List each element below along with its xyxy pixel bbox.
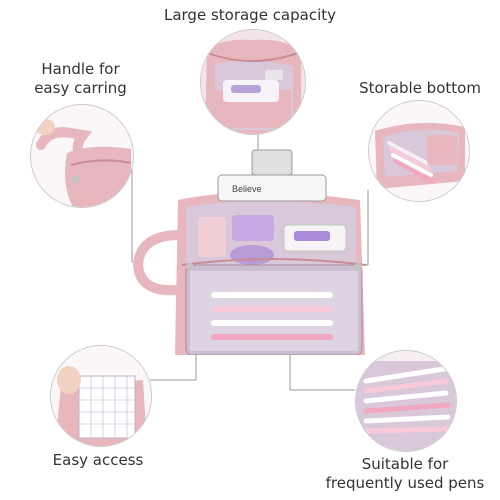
label-pens: Suitable for frequently used pens	[325, 455, 485, 492]
label-storable-bottom: Storable bottom	[359, 79, 481, 97]
detail-circle-handle	[30, 104, 134, 208]
detail-circle-access	[50, 345, 152, 447]
pens-detail-image	[356, 351, 456, 451]
detail-circle-storage	[200, 29, 306, 135]
detail-circle-bottom	[368, 100, 470, 202]
detail-circle-pens	[355, 350, 457, 452]
storage-detail-image	[201, 30, 305, 134]
label-handle: Handle for easy carring	[34, 60, 127, 97]
access-detail-image	[51, 346, 151, 446]
label-large-storage: Large storage capacity	[163, 6, 337, 24]
label-easy-access: Easy access	[52, 451, 144, 469]
clip-brand-text: Believe	[232, 184, 262, 194]
handle-detail-image	[31, 105, 133, 207]
pencil-case-illustration: Believe	[132, 149, 367, 355]
bottom-detail-image	[369, 101, 469, 201]
